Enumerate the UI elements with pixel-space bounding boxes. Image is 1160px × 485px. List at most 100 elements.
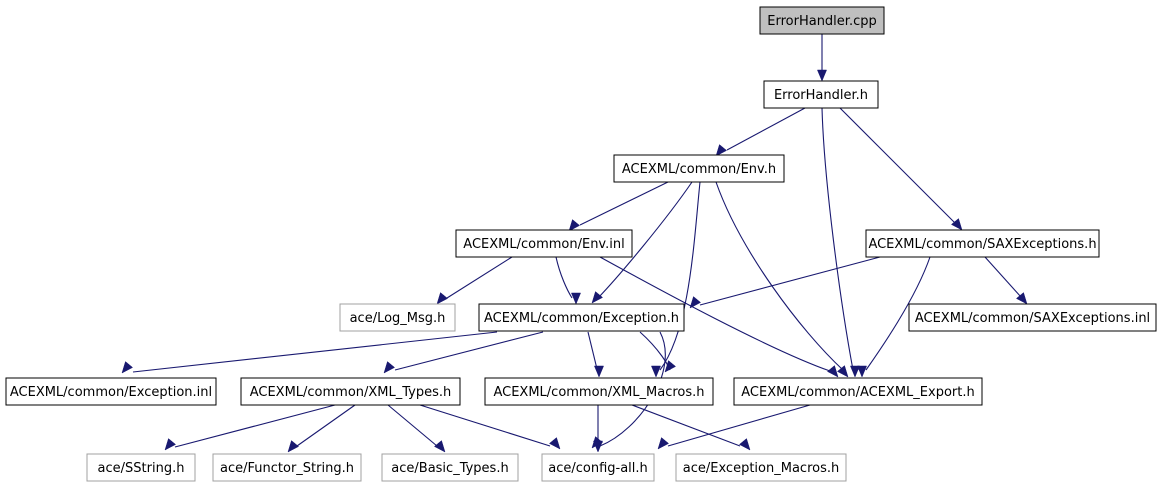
edge-line [659,181,701,371]
edge-line [387,404,438,447]
node-box[interactable] [478,303,685,332]
node-box[interactable] [865,229,1100,258]
edge-arrowhead-icon [594,365,604,378]
node-box[interactable] [212,453,362,482]
node-label: ace/config-all.h [548,461,648,476]
edge-line [839,107,956,224]
edge-line [597,181,693,299]
nodes-layer: ErrorHandler.cppErrorHandler.hACEXML/com… [5,6,1157,482]
node-label: ErrorHandler.cpp [767,14,876,29]
edge-line [631,404,741,447]
edge-xml_types_h-to-basic_types_h [387,404,446,453]
node-label: ACEXML/common/SAXExceptions.inl [915,311,1150,326]
edge-arrowhead-icon [689,296,702,309]
node-label: ACEXML/common/XML_Types.h [250,385,452,400]
edge-line [296,404,356,447]
graph-node-exception_inl[interactable]: ACEXML/common/Exception.inl [5,377,217,406]
node-box[interactable] [763,80,879,109]
graph-node-xml_macros_h[interactable]: ACEXML/common/XML_Macros.h [484,377,714,406]
edge-env_inl-to-log_msg_h [436,256,513,305]
edge-env_h-to-acexml_export_h [715,181,849,378]
edge-errorhandler_h-to-saxexceptions_h [839,107,963,231]
graph-node-exception_h[interactable]: ACEXML/common/Exception.h [478,303,685,332]
edge-saxexceptions_h-to-acexml_export_h [857,256,931,378]
edge-arrowhead-icon [850,365,860,378]
edge-arrowhead-icon [664,360,677,373]
edge-arrowhead-icon [568,219,581,232]
graph-node-saxexceptions_inl[interactable]: ACEXML/common/SAXExceptions.inl [908,303,1157,332]
edge-arrowhead-icon [383,361,396,374]
graph-node-sstring_h[interactable]: ace/SString.h [86,453,196,482]
graph-node-log_msg_h[interactable]: ace/Log_Msg.h [339,303,456,332]
node-box[interactable] [86,453,196,482]
node-box[interactable] [675,453,847,482]
node-box[interactable] [5,377,217,406]
edge-line [865,256,931,371]
node-label: ACEXML/common/ACEXML_Export.h [741,385,974,400]
node-box[interactable] [455,229,633,258]
graph-node-env_inl[interactable]: ACEXML/common/Env.inl [455,229,633,258]
edge-xml_types_h-to-functor_string_h [287,404,356,453]
node-box[interactable] [240,377,461,406]
graph-node-errorhandler_h[interactable]: ErrorHandler.h [763,80,879,109]
edge-line [419,404,551,447]
node-box[interactable] [339,303,456,332]
node-box[interactable] [541,453,655,482]
node-box[interactable] [908,303,1157,332]
edge-arrowhead-icon [657,437,670,450]
edge-arrowhead-icon [433,440,446,453]
edge-arrowhead-icon [1015,292,1028,305]
edge-exception_h-to-exception_inl [121,331,498,374]
graph-node-basic_types_h[interactable]: ace/Basic_Types.h [381,453,519,482]
node-box[interactable] [733,377,983,406]
edge-arrowhead-icon [857,365,867,378]
node-label: ace/Exception_Macros.h [683,461,839,476]
edge-xml_macros_h-to-exception_macros_h [631,404,751,451]
node-box[interactable] [484,377,714,406]
edge-line [667,404,811,447]
edge-line [984,256,1022,298]
edge-line [555,256,573,299]
node-label: ACEXML/common/Exception.inl [10,385,212,400]
node-label: ACEXML/common/Env.h [622,162,776,177]
node-label: ace/SString.h [98,461,185,476]
graph-node-env_h[interactable]: ACEXML/common/Env.h [613,154,785,183]
edge-exception_h-to-xml_macros_h [587,331,604,378]
node-box[interactable] [759,6,885,35]
edge-line [726,107,806,151]
graph-node-acexml_export_h[interactable]: ACEXML/common/ACEXML_Export.h [733,377,983,406]
graph-node-functor_string_h[interactable]: ace/Functor_String.h [212,453,362,482]
edge-line [579,181,669,226]
graph-node-saxexceptions_h[interactable]: ACEXML/common/SAXExceptions.h [865,229,1100,258]
edge-env_h-to-exception_h [591,181,693,304]
edge-arrowhead-icon [715,144,728,157]
edge-arrowhead-icon [836,365,849,378]
edge-errorhandler_h-to-acexml_export_h [821,107,860,378]
edge-arrowhead-icon [593,440,603,453]
edge-line [446,256,513,299]
graph-node-config_all_h[interactable]: ace/config-all.h [541,453,655,482]
edge-env_h-to-xml_macros_h [651,181,701,378]
edge-arrowhead-icon [287,440,300,453]
edge-arrowhead-icon [950,218,963,231]
node-label: ACEXML/common/XML_Macros.h [493,385,704,400]
edges-layer [121,34,1028,453]
node-box[interactable] [613,154,785,183]
graph-node-exception_macros_h[interactable]: ace/Exception_Macros.h [675,453,847,482]
edge-xml_types_h-to-config_all_h [419,404,561,450]
graph-node-errorhandler_cpp[interactable]: ErrorHandler.cpp [759,6,885,35]
edge-arrowhead-icon [651,365,661,378]
edge-saxexceptions_h-to-saxexceptions_inl [984,256,1028,305]
node-box[interactable] [381,453,519,482]
edge-exception_h-to-xml_types_h [383,331,544,374]
edge-line [715,181,844,371]
edge-env_inl-to-acexml_export_h [599,256,839,378]
edge-xml_types_h-to-sstring_h [164,404,336,451]
node-label: ACEXML/common/Env.inl [463,237,624,252]
edge-line [699,256,881,306]
node-label: ace/Functor_String.h [220,461,354,476]
edge-arrowhead-icon [591,291,604,304]
node-label: ace/Basic_Types.h [391,461,508,476]
graph-node-xml_types_h[interactable]: ACEXML/common/XML_Types.h [240,377,461,406]
